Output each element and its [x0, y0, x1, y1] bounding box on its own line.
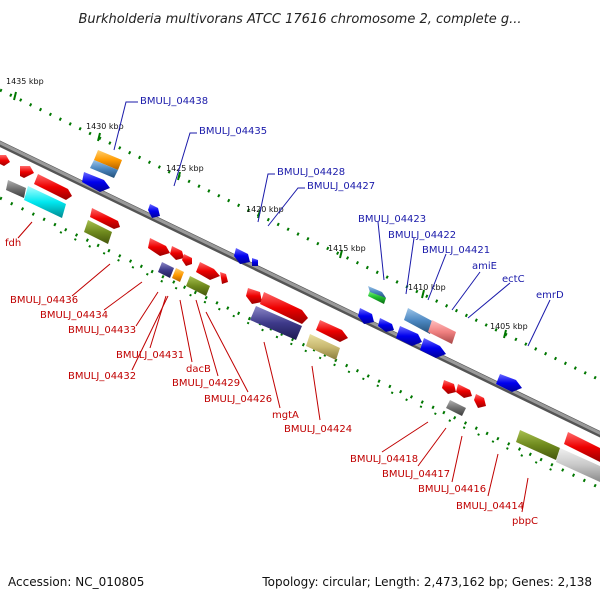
gene-navy: [158, 262, 174, 278]
gene-arrow-fwd: [220, 272, 228, 284]
gene-navy-large: [250, 306, 302, 340]
top-annotations: BMULJ_04438 BMULJ_04435 BMULJ_04428 BMUL…: [113, 96, 564, 347]
tick-label-1420: 1420 kbp: [246, 205, 284, 214]
gene-orange: [172, 268, 184, 282]
gene-arrow-rev: [396, 326, 422, 346]
label-BMULJ_04424[interactable]: BMULJ_04424: [284, 424, 352, 435]
gene-olive: [186, 276, 210, 296]
label-BMULJ_04427[interactable]: BMULJ_04427: [307, 181, 375, 192]
gene-olive-large: [516, 430, 560, 460]
gene-khaki: [306, 334, 340, 360]
label-dacB[interactable]: dacB: [186, 364, 211, 375]
gene-arrow-fwd: [0, 155, 10, 166]
gene-arrow-fwd: [20, 166, 34, 178]
gene-mgtA: [260, 292, 308, 324]
gene-arrow-fwd: [316, 320, 348, 342]
gene-arrow-rev: [420, 338, 446, 358]
gene-grey-small: [446, 400, 466, 416]
gene-arrow-rev: [148, 204, 160, 218]
label-BMULJ_04433[interactable]: BMULJ_04433: [68, 325, 136, 336]
gene-emrD: [496, 374, 522, 392]
gene-arrow-fwd: [474, 394, 486, 408]
gene-arrow-fwd: [90, 208, 120, 229]
label-mgtA[interactable]: mgtA: [272, 410, 299, 421]
gene-steel-amiE: [404, 308, 434, 334]
gene-arrow-fwd: [148, 238, 170, 256]
label-BMULJ_04431[interactable]: BMULJ_04431: [116, 350, 184, 361]
reverse-genes: [82, 172, 522, 392]
tick-label-1425: 1425 kbp: [166, 164, 204, 173]
gene-arrow-rev: [252, 258, 258, 266]
gene-pink-ectC: [428, 320, 456, 344]
gene-arrow-rev: [82, 172, 110, 192]
tick-label-1405: 1405 kbp: [490, 322, 528, 331]
gc-track-inner: [0, 196, 600, 490]
map-title: Burkholderia multivorans ATCC 17616 chro…: [79, 12, 522, 27]
label-BMULJ_04417[interactable]: BMULJ_04417: [382, 469, 450, 480]
gene-arrow-fwd: [196, 262, 220, 280]
tick-label-1435: 1435 kbp: [6, 77, 44, 86]
label-BMULJ_04429[interactable]: BMULJ_04429: [172, 378, 240, 389]
gene-arrow-rev: [234, 248, 250, 264]
label-BMULJ_04434[interactable]: BMULJ_04434: [40, 310, 108, 321]
label-fdh[interactable]: fdh: [5, 238, 21, 249]
gene-orange-top: [94, 150, 122, 170]
label-BMULJ_04435[interactable]: BMULJ_04435: [199, 126, 267, 137]
label-BMULJ_04421[interactable]: BMULJ_04421: [422, 245, 490, 256]
topology-summary: Topology: circular; Length: 2,473,162 bp…: [261, 575, 592, 589]
label-BMULJ_04418[interactable]: BMULJ_04418: [350, 454, 418, 465]
label-BMULJ_04438[interactable]: BMULJ_04438: [140, 96, 208, 107]
accession-text: Accession: NC_010805: [8, 575, 144, 589]
gene-steel-top: [90, 160, 118, 178]
gene-olive: [84, 220, 112, 244]
tick-label-1430: 1430 kbp: [86, 122, 124, 131]
tick-label-1415: 1415 kbp: [328, 244, 366, 253]
gc-track-outer: [0, 88, 600, 382]
label-BMULJ_04422[interactable]: BMULJ_04422: [388, 230, 456, 241]
gene-steel: [368, 286, 386, 298]
gene-grey: [6, 180, 26, 198]
gene-fdh: [34, 174, 72, 200]
tick-labels: 1435 kbp 1430 kbp 1425 kbp 1420 kbp 1415…: [6, 77, 528, 331]
bottom-annotations: fdh BMULJ_04436 BMULJ_04434 BMULJ_04433 …: [5, 221, 538, 527]
gene-arrow-fwd: [182, 254, 192, 266]
gene-arrow-fwd: [442, 380, 456, 394]
gene-arrow-fwd: [246, 288, 262, 304]
feature-genes: [6, 150, 600, 482]
gene-arrow-fwd: [170, 246, 184, 260]
forward-genes: [0, 155, 600, 462]
gene-green: [368, 290, 386, 304]
label-emrD[interactable]: emrD: [536, 290, 564, 301]
gene-arrow-rev: [378, 318, 394, 332]
label-BMULJ_04428[interactable]: BMULJ_04428: [277, 167, 345, 178]
label-BMULJ_04436[interactable]: BMULJ_04436: [10, 295, 78, 306]
gene-arrow-fwd: [456, 384, 472, 398]
gene-arrow-rev: [358, 308, 374, 324]
label-BMULJ_04432[interactable]: BMULJ_04432: [68, 371, 136, 382]
gene-cyan: [24, 186, 66, 218]
gene-lgrey-large: [556, 448, 600, 482]
gene-pbpC: [564, 432, 600, 462]
label-BMULJ_04416[interactable]: BMULJ_04416: [418, 484, 486, 495]
label-BMULJ_04426[interactable]: BMULJ_04426: [204, 394, 272, 405]
label-BMULJ_04423[interactable]: BMULJ_04423: [358, 214, 426, 225]
tick-marks: [13, 91, 507, 339]
tick-label-1410: 1410 kbp: [408, 283, 446, 292]
label-pbpC[interactable]: pbpC: [512, 516, 538, 527]
label-ectC[interactable]: ectC: [502, 274, 525, 285]
label-BMULJ_04414[interactable]: BMULJ_04414: [456, 501, 524, 512]
label-amiE[interactable]: amiE: [472, 261, 497, 272]
